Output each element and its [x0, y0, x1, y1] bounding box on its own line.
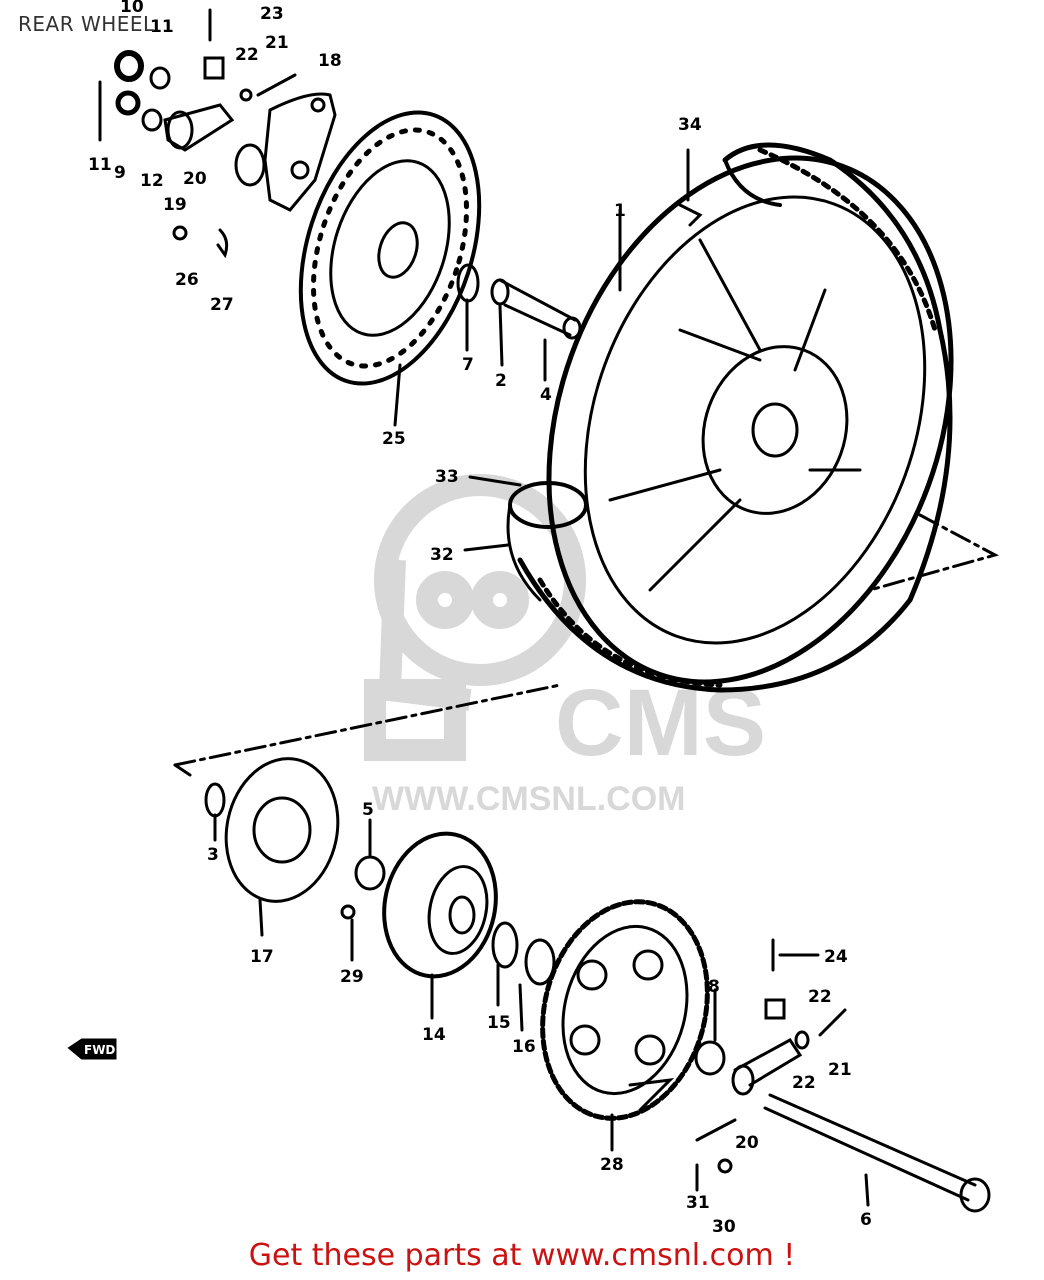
- callout: 27: [210, 295, 234, 315]
- callout: 7: [462, 355, 474, 375]
- callout: 21: [265, 33, 289, 53]
- callout: 21: [828, 1060, 852, 1080]
- callout: 14: [422, 1025, 446, 1045]
- callout: 15: [487, 1013, 511, 1033]
- callout: 30: [712, 1217, 736, 1237]
- callout: 29: [340, 967, 364, 987]
- callout: 24: [824, 947, 848, 967]
- callout: 5: [362, 800, 374, 820]
- direction-label: FWD: [84, 1043, 115, 1057]
- callout: 9: [114, 163, 126, 183]
- callout: 3: [207, 845, 219, 865]
- callout: 22: [792, 1073, 816, 1093]
- callout: 19: [163, 195, 187, 215]
- callout: 4: [540, 385, 552, 405]
- callout: 6: [860, 1210, 872, 1230]
- page-title: REAR WHEEL: [18, 12, 155, 36]
- part-callouts: 10 11 23 22 21 18 9 12 20 19 26 27 25 7 …: [88, 0, 872, 1237]
- callout: 20: [183, 169, 207, 189]
- callout: 33: [435, 467, 459, 487]
- callout: 22: [808, 987, 832, 1007]
- callout: 11: [88, 155, 112, 175]
- footer-link[interactable]: Get these parts at www.cmsnl.com !: [248, 1238, 796, 1273]
- callout: 12: [140, 171, 164, 191]
- callout: 23: [260, 4, 284, 24]
- mascot-logo: [364, 474, 586, 761]
- watermark-url: WWW.CMSNL.COM: [372, 780, 686, 818]
- callout: 2: [495, 371, 507, 391]
- callout: 25: [382, 429, 406, 449]
- callout: 18: [318, 51, 342, 71]
- callout: 28: [600, 1155, 624, 1175]
- callout: 10: [120, 0, 144, 17]
- callout: 34: [678, 115, 702, 135]
- callout: 11: [150, 17, 174, 37]
- drawing-lines: [67, 8, 1000, 1213]
- callout: 31: [686, 1193, 710, 1213]
- callout: 22: [235, 45, 259, 65]
- callout: 8: [708, 977, 720, 997]
- watermark-brand: CMS: [555, 670, 766, 776]
- callout: 32: [430, 545, 454, 565]
- callout: 1: [614, 201, 626, 221]
- callout: 20: [735, 1133, 759, 1153]
- callout: 26: [175, 270, 199, 290]
- callout: 17: [250, 947, 274, 967]
- callout: 16: [512, 1037, 536, 1057]
